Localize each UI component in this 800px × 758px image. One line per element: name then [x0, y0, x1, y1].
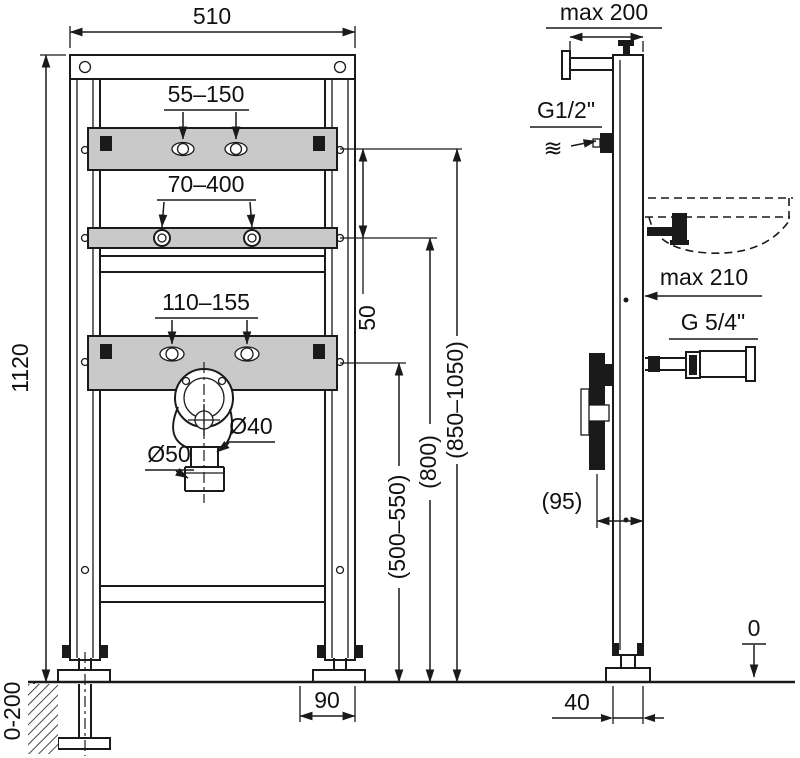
- dim-lower-hole-spacing: 110–155: [162, 289, 250, 315]
- dim-frame-width: 510: [193, 3, 231, 29]
- drain-trap: [172, 362, 234, 503]
- label-floor-level: 0: [748, 615, 761, 641]
- dim-foot-adjust: 0-200: [0, 682, 25, 741]
- dim-bracket-spacing: 70–400: [168, 171, 245, 197]
- dim-offset-50: 50: [354, 305, 380, 331]
- dimensions-side: max 200 G1/2" ≋ max 210 G 5/4" (95) 40: [530, 0, 766, 724]
- dim-basin-distance: max 210: [660, 264, 748, 290]
- dim-wall-distance: max 200: [560, 0, 648, 25]
- label-water-connection: G1/2": [537, 97, 595, 123]
- floor-and-ground: [28, 680, 795, 754]
- dim-foot-offset: 90: [314, 687, 340, 713]
- column-profile: [561, 40, 651, 683]
- dimensions-front: 510 1120 0-200 55–150 70–400 110–155: [0, 3, 468, 740]
- water-supply-fitting: [592, 133, 613, 153]
- dim-height-taps: (850–1050): [442, 341, 468, 459]
- dim-drain-d50: Ø50: [147, 441, 190, 467]
- dim-height-bracket: (800): [415, 435, 441, 489]
- label-drain-connection: G 5/4": [681, 309, 745, 335]
- dim-height-siphon: (500–550): [384, 475, 410, 580]
- drain-connection-fitting: [645, 346, 756, 382]
- dim-drain-d40: Ø40: [229, 413, 272, 439]
- washbasin-outline: [645, 197, 793, 255]
- waste-pipe-bracket: [580, 353, 613, 470]
- ground-hatch: [28, 684, 58, 754]
- dim-tap-hole-spacing: 55–150: [168, 81, 245, 107]
- dim-frame-height: 1120: [7, 343, 33, 392]
- tap-mounting-plate: [87, 127, 338, 171]
- dim-pipe-offset: (95): [542, 488, 583, 514]
- side-view: max 200 G1/2" ≋ max 210 G 5/4" (95) 40: [530, 0, 793, 724]
- water-wave-icon: ≋: [543, 135, 562, 161]
- dim-profile-depth: 40: [564, 689, 590, 715]
- front-view: 510 1120 0-200 55–150 70–400 110–155: [0, 3, 468, 756]
- support-bracket: [87, 227, 338, 249]
